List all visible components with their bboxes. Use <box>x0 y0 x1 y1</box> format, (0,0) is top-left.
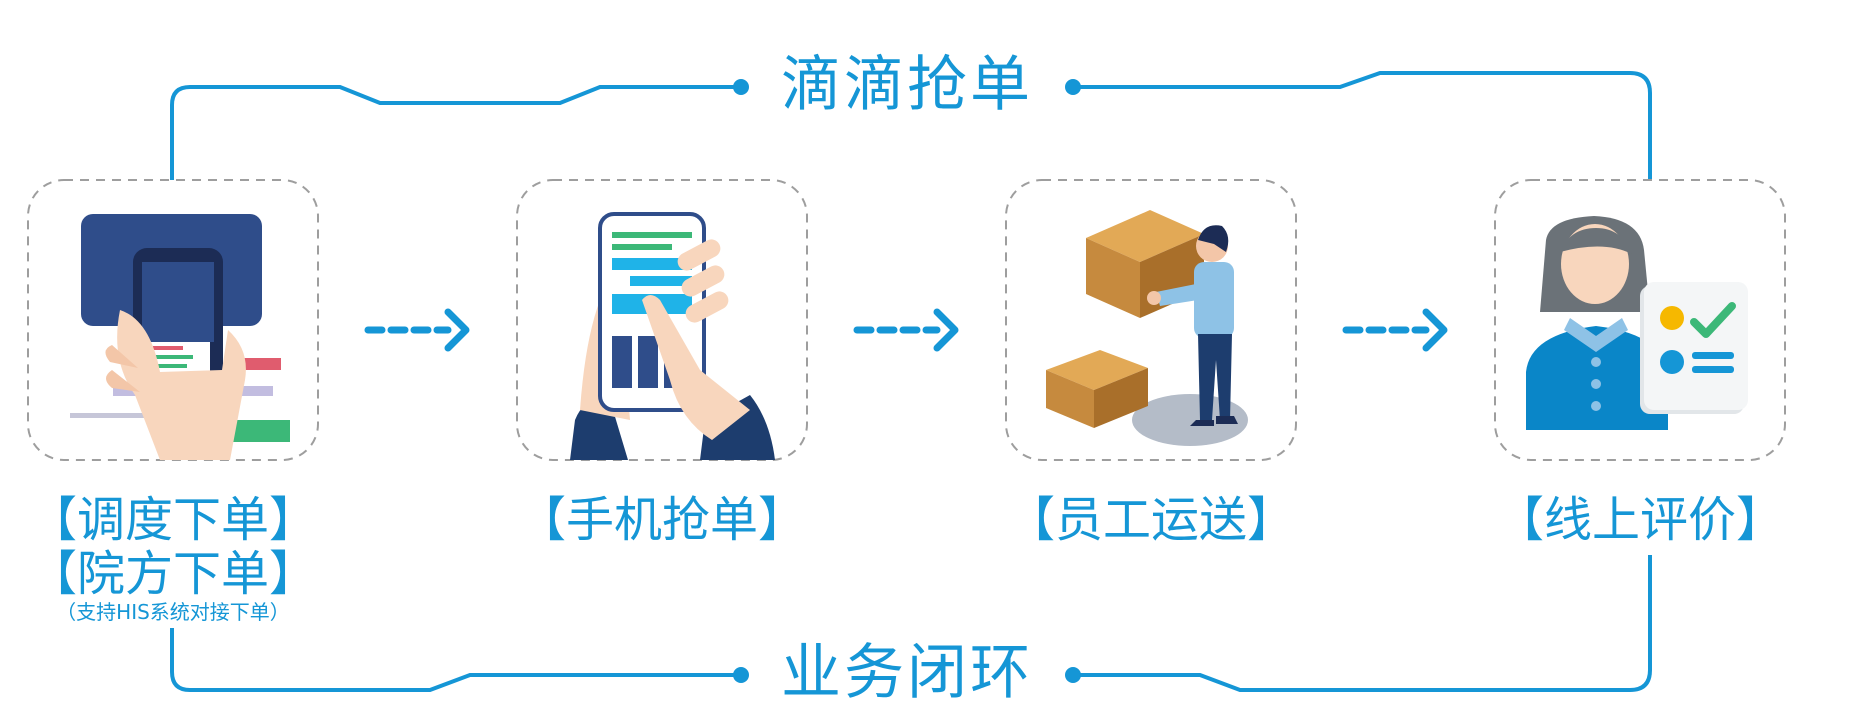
step-3-label: 【员工运送】 <box>1006 492 1295 548</box>
top-title: 滴滴抢单 <box>781 50 1033 120</box>
top-loop-line <box>170 71 1652 180</box>
step-1-note: （支持HIS系统对接下单） <box>56 600 290 624</box>
step-2-frame <box>516 179 808 461</box>
step-4-label: 【线上评价】 <box>1495 492 1784 548</box>
review-person-icon <box>1526 216 1748 430</box>
arrow-1-icon <box>364 308 470 352</box>
step-1-label-2: 【院方下单】 <box>28 546 317 602</box>
delivery-worker-icon <box>1046 210 1248 446</box>
phone-grab-icon <box>570 212 775 460</box>
bottom-left-dot <box>733 667 749 683</box>
arrow-3-icon <box>1342 308 1448 352</box>
bottom-title: 业务闭环 <box>781 638 1033 708</box>
bottom-loop-line <box>170 555 1652 692</box>
dispatch-phone-icon <box>70 214 290 460</box>
step-3-frame <box>1005 179 1297 461</box>
bottom-right-dot <box>1065 667 1081 683</box>
arrow-2-icon <box>853 308 959 352</box>
step-2-label: 【手机抢单】 <box>517 492 806 548</box>
step-1-label: 【调度下单】 <box>28 492 317 548</box>
top-left-dot <box>733 79 749 95</box>
step-4-frame <box>1494 179 1786 461</box>
top-right-dot <box>1065 79 1081 95</box>
